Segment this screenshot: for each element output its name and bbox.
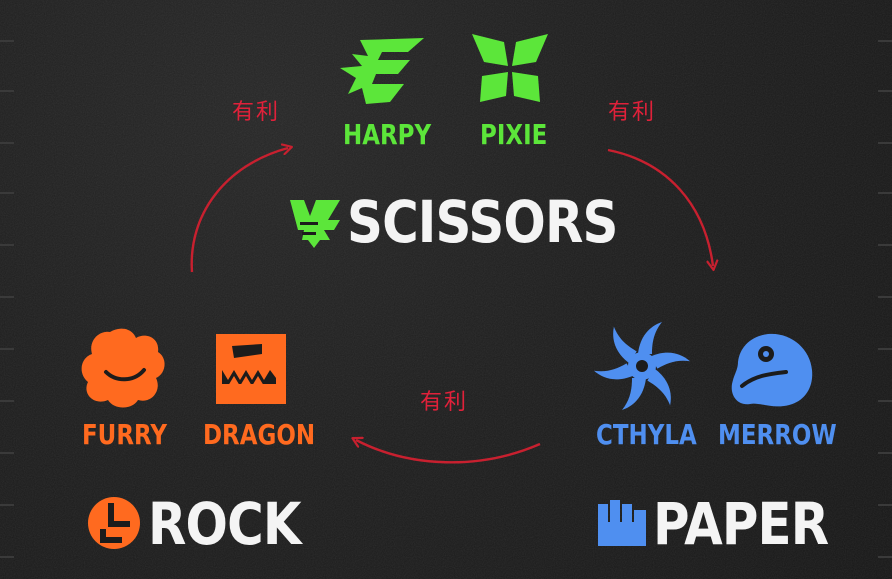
pixie-butterfly-icon [472, 34, 548, 102]
paper-class-icon [598, 500, 646, 546]
member-label-cthyla: CTHYLA [596, 418, 697, 451]
cthyla-swirl-icon [594, 322, 690, 410]
member-label-furry: FURRY [82, 418, 168, 451]
member-label-pixie: PIXIE [480, 118, 548, 151]
right-edge-ticks [878, 0, 892, 579]
left-edge-ticks [0, 0, 14, 579]
arrow-scissors-to-paper [607, 148, 713, 266]
group-title-paper: PAPER [653, 490, 829, 558]
advantage-label-top-left: 有利 [232, 100, 281, 125]
advantage-label-bottom: 有利 [420, 390, 469, 415]
member-label-dragon: DRAGON [203, 418, 316, 451]
merrow-blob-icon [731, 333, 813, 407]
furry-cloud-icon [81, 328, 165, 408]
member-label-merrow: MERROW [718, 418, 837, 451]
member-label-harpy: HARPY [343, 118, 432, 151]
advantage-label-top-right: 有利 [608, 100, 657, 125]
arrow-paper-to-rock [356, 440, 541, 464]
group-title-rock: ROCK [148, 490, 301, 558]
harpy-wing-icon [340, 38, 424, 104]
arrow-rock-to-scissors [190, 148, 288, 273]
dragon-jaw-icon [216, 334, 286, 404]
rock-class-icon [88, 497, 140, 549]
group-title-scissors: SCISSORS [347, 188, 618, 256]
scissors-class-icon [290, 200, 340, 248]
